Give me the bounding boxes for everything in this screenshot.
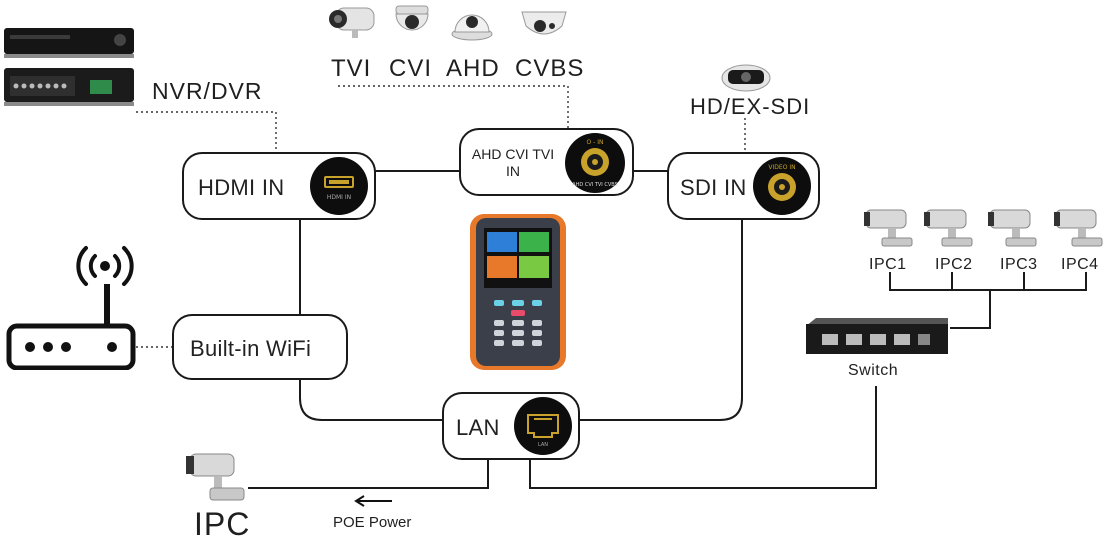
wifi-label: Built-in WiFi [190, 336, 312, 361]
bnc-port-icon: VIDEO IN [753, 157, 811, 215]
sdi-source-label: HD/EX-SDI [690, 94, 811, 119]
hdmi-in-box: HDMI IN HDMI IN [182, 152, 376, 220]
camera-icon [988, 209, 1037, 247]
line-wifi-lan [299, 378, 442, 421]
camera-icon [864, 209, 913, 247]
bullet-camera-icon [329, 7, 375, 38]
camera-icon [924, 209, 973, 247]
router-icon [6, 284, 136, 370]
tester-device-icon [470, 214, 566, 370]
sdi-port-text: VIDEO IN [768, 164, 795, 171]
switch-label: Switch [848, 362, 899, 379]
ipc-camera-icon [186, 453, 245, 501]
line-sdi-lan [578, 220, 743, 421]
wifi-box: Built-in WiFi [172, 314, 348, 380]
analog-in-label-line1: AHD CVI TVI [471, 146, 555, 162]
ipc-label: IPC [194, 506, 251, 542]
line-lan-ipc [248, 460, 489, 489]
ipc4-label: IPC4 [1061, 256, 1099, 273]
network-switch-icon [806, 318, 948, 354]
turret-camera-icon [521, 11, 567, 35]
line-bus-switch [950, 290, 991, 329]
analog-in-label-line2: IN [506, 163, 520, 179]
lan-label: LAN [456, 415, 500, 440]
poe-power-label: POE Power [333, 514, 412, 531]
camera-icon [1054, 209, 1103, 247]
sdi-camera-icon [721, 64, 771, 92]
ethernet-port-icon: LAN [514, 397, 572, 455]
svg-text:O - IN: O - IN [587, 139, 604, 146]
dvr-icon [4, 28, 134, 106]
analog-in-label: AHD CVI TVI IN [465, 146, 561, 180]
sdi-in-label: SDI IN [680, 175, 747, 200]
analog-in-box: AHD CVI TVI IN O - IN AHD CVI TVI CVBS [459, 128, 634, 196]
line-lan-switch [529, 386, 877, 489]
bnc-port-icon: O - IN AHD CVI TVI CVBS [565, 133, 625, 193]
lan-box: LAN LAN [442, 392, 580, 460]
dome-camera-icon [395, 5, 429, 31]
ipc2-label: IPC2 [935, 256, 973, 273]
hdmi-in-label: HDMI IN [198, 175, 285, 200]
sdi-in-box: SDI IN VIDEO IN [667, 152, 820, 220]
dome-camera-icon [451, 14, 493, 41]
lan-port-text: LAN [538, 442, 548, 448]
label-cvi: CVI [389, 55, 433, 82]
analog-port-text: AHD CVI TVI CVBS [572, 182, 618, 188]
line-ipc-bus [889, 272, 1087, 291]
dotted-cameras [338, 85, 569, 128]
dotted-nvr [136, 111, 277, 155]
label-cvbs: CVBS [515, 55, 585, 82]
nvr-dvr-label: NVR/DVR [152, 78, 263, 104]
ipc1-label: IPC1 [869, 256, 907, 273]
label-tvi: TVI [331, 55, 372, 82]
ipc3-label: IPC3 [1000, 256, 1038, 273]
wifi-signal-icon [76, 246, 134, 286]
hdmi-port-icon: HDMI IN [310, 157, 368, 215]
label-ahd: AHD [446, 55, 500, 82]
hdmi-port-text: HDMI IN [327, 194, 351, 201]
